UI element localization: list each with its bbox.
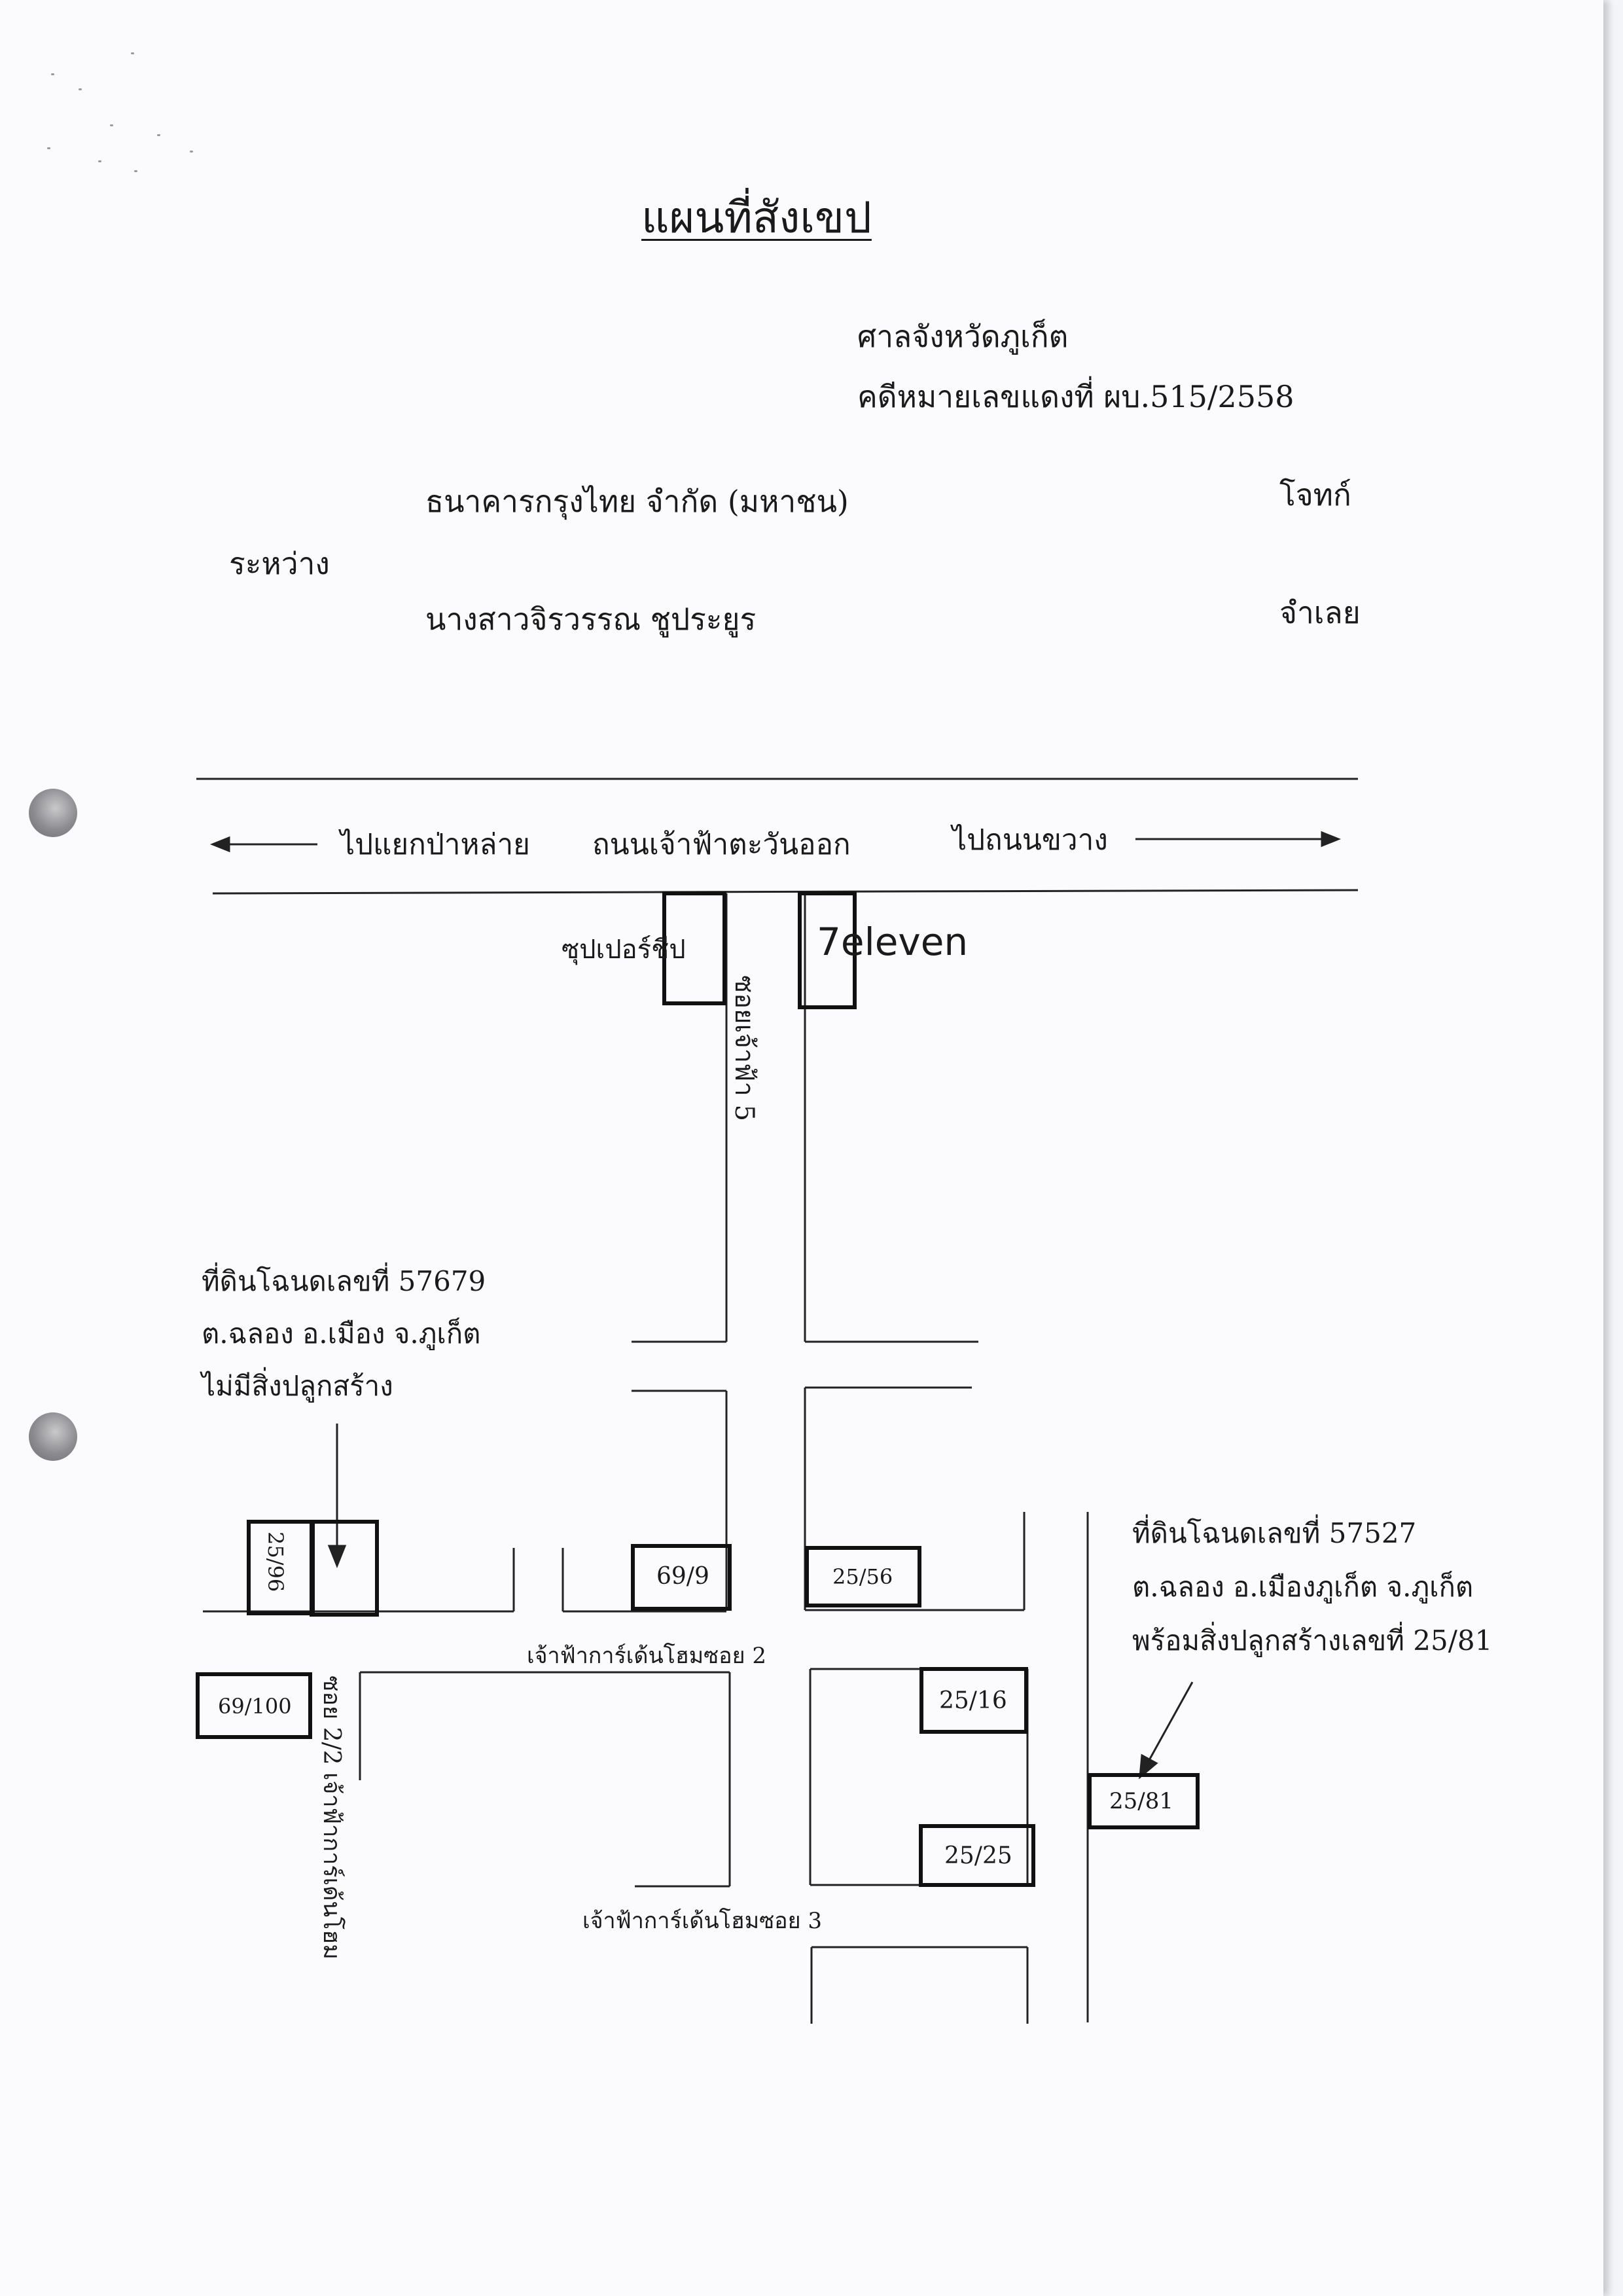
house-69-100: 69/100 [218,1694,292,1719]
plaintiff-name: ธนาคารกรุงไทย จำกัด (มหาชน) [425,484,849,519]
parcel-b-line2: ต.ฉลอง อ.เมืองภูเก็ต จ.ภูเก็ต [1132,1571,1474,1603]
court-name: ศาลจังหวัดภูเก็ต [857,319,1069,354]
parcel-a-line1: ที่ดินโฉนดเลขที่ 57679 [202,1265,486,1297]
parcel-a-line3: ไม่มีสิ่งปลูกสร้าง [202,1370,393,1402]
house-69-9: 69/9 [656,1563,709,1590]
punch-hole [29,1412,77,1461]
house-25-81: 25/81 [1109,1788,1173,1814]
page-title: แผนที่สังเขป [641,192,872,243]
defendant-role: จำเลย [1279,595,1361,630]
case-number: คดีหมายเลขแดงที่ ผบ.515/2558 [857,379,1294,414]
parcel-b-line3: พร้อมสิ่งปลูกสร้างเลขที่ 25/81 [1132,1624,1493,1657]
landmark-supercheap: ซุปเปอร์ชีป [562,935,686,965]
soi-2-2-label: ซอย 2/2 เจ้าฟ้าการ์เด้นโฮม [318,1676,345,1960]
between-label: ระหว่าง [229,546,330,581]
main-road-label: ถนนเจ้าฟ้าตะวันออก [592,828,851,861]
soi-2-label: เจ้าฟ้าการ์เด้นโฮมซอย 2 [527,1643,766,1669]
house-25-56: 25/56 [832,1564,893,1589]
parcel-a-line2: ต.ฉลอง อ.เมือง จ.ภูเก็ต [202,1318,481,1350]
parcel-b-line1: ที่ดินโฉนดเลขที่ 57527 [1132,1517,1417,1549]
defendant-name: นางสาวจิรวรรณ ชูประยูร [425,601,757,637]
landmark-7eleven: 7eleven [817,920,969,964]
left-direction-label: ไปแยกป่าหล่าย [340,828,530,861]
house-25-16: 25/16 [939,1687,1007,1714]
punch-hole [29,789,77,837]
soi-5-label: ซอยเจ้าฟ้า 5 [729,975,759,1122]
plaintiff-role: โจทก์ [1279,477,1351,512]
house-25-25: 25/25 [944,1842,1012,1869]
house-25-96: 25/96 [263,1532,288,1592]
soi-3-label: เจ้าฟ้าการ์เด้นโฮมซอย 3 [582,1908,822,1934]
right-direction-label: ไปถนนขวาง [952,823,1108,857]
